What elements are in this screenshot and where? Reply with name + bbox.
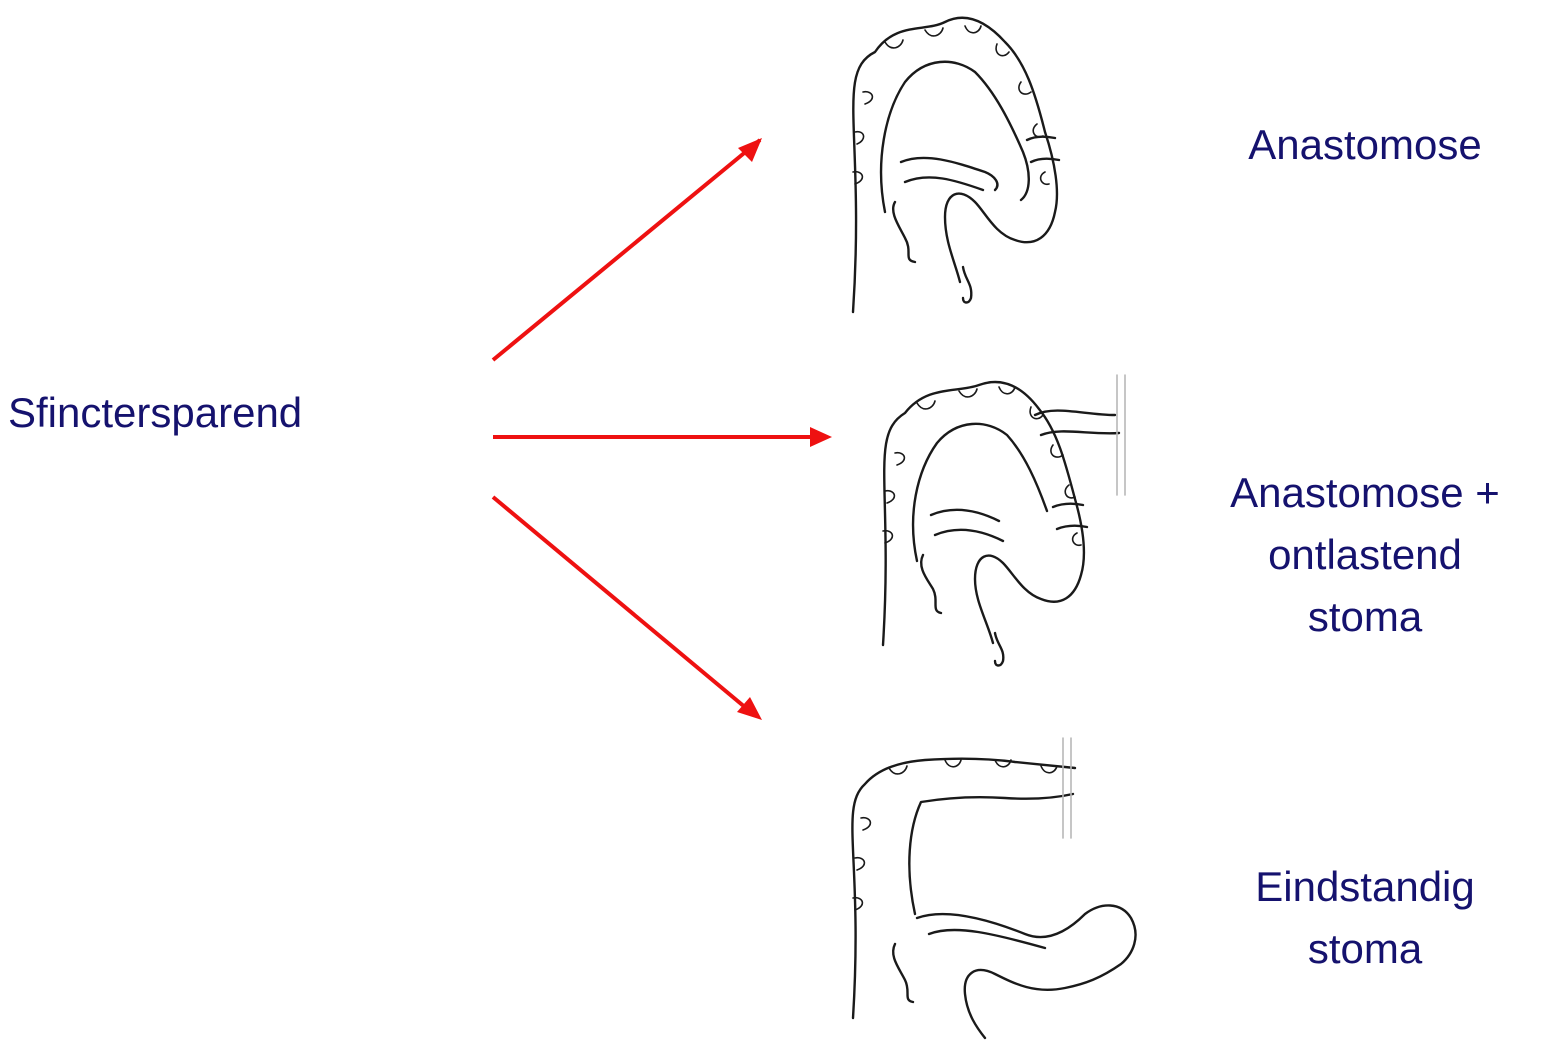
arrow-to-eindstandig-stoma (493, 497, 746, 708)
outcome-label-line: stoma (1180, 918, 1542, 980)
outcome-label-anastomose-stoma: Anastomose + ontlastend stoma (1180, 462, 1542, 648)
outcome-label-eindstandig-stoma: Eindstandig stoma (1180, 856, 1542, 980)
outcome-label-line: Eindstandig (1180, 856, 1542, 918)
outcome-label-line: Anastomose + (1180, 462, 1542, 524)
colon-anastomose-stoma-icon (883, 375, 1125, 666)
arrowhead-1 (738, 138, 762, 162)
branch-arrows (493, 138, 832, 720)
colon-anastomose-icon (853, 18, 1059, 312)
source-label: Sfinctersparend (8, 382, 302, 444)
arrow-to-anastomose (493, 140, 760, 360)
outcome-label-line: ontlastend (1180, 524, 1542, 586)
colon-eindstandig-stoma-icon (852, 738, 1135, 1038)
outcome-label-line: Anastomose (1180, 114, 1542, 176)
outcome-label-line: stoma (1180, 586, 1542, 648)
arrowhead-3 (737, 697, 762, 720)
arrowhead-2 (810, 427, 832, 447)
outcome-label-anastomose: Anastomose (1180, 114, 1542, 176)
